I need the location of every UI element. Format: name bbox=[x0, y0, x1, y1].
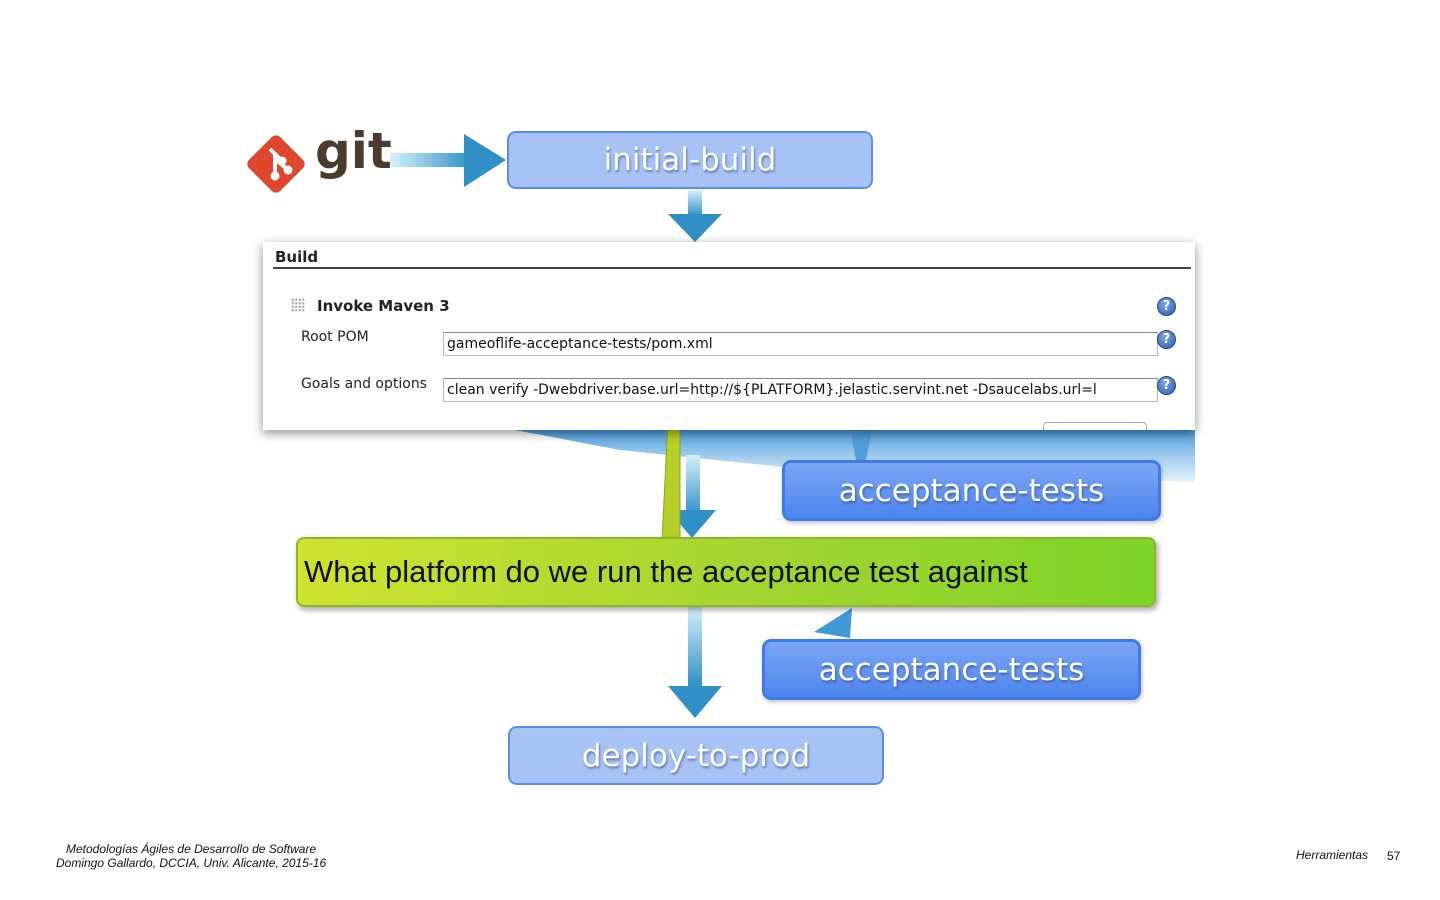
platform-question-callout: What platform do we run the acceptance t… bbox=[296, 537, 1156, 607]
section-divider bbox=[273, 267, 1191, 269]
stage-deploy-to-prod[interactable]: deploy-to-prod bbox=[508, 726, 884, 785]
stage-label: acceptance-tests bbox=[838, 472, 1105, 509]
panel-button-edge[interactable] bbox=[1043, 422, 1147, 430]
footer-page-number: 57 bbox=[1387, 849, 1401, 863]
stage-label: deploy-to-prod bbox=[581, 737, 811, 774]
help-icon[interactable]: ? bbox=[1157, 330, 1176, 349]
stage-label: initial-build bbox=[603, 142, 777, 178]
invoke-maven-title: Invoke Maven 3 bbox=[317, 297, 450, 315]
build-section-title: Build bbox=[275, 248, 319, 266]
stage-label: acceptance-tests bbox=[818, 651, 1085, 688]
callout-text: What platform do we run the acceptance t… bbox=[304, 554, 1028, 589]
git-logo: git bbox=[245, 122, 395, 193]
stage-acceptance-tests-2[interactable]: acceptance-tests bbox=[762, 639, 1141, 700]
goals-options-label: Goals and options bbox=[301, 376, 427, 392]
root-pom-input[interactable]: gameoflife-acceptance-tests/pom.xml bbox=[443, 332, 1158, 356]
jenkins-build-panel: Build Invoke Maven 3 ? Root POM gameofli… bbox=[263, 242, 1195, 430]
root-pom-label: Root POM bbox=[301, 329, 369, 345]
git-diamond-icon bbox=[247, 135, 305, 193]
help-icon[interactable]: ? bbox=[1157, 297, 1176, 316]
arrow-initial-build-down bbox=[668, 190, 722, 242]
help-icon[interactable]: ? bbox=[1157, 376, 1176, 395]
footer-author: Domingo Gallardo, DCCIA, Univ. Alicante,… bbox=[56, 856, 327, 870]
drag-handle-icon[interactable] bbox=[291, 298, 305, 312]
git-logo-text: git bbox=[315, 122, 392, 180]
arrow-git-to-initial-build bbox=[390, 134, 506, 187]
footer-section: Herramientas bbox=[1296, 848, 1369, 862]
stage-acceptance-tests-1[interactable]: acceptance-tests bbox=[782, 460, 1161, 521]
goals-options-input[interactable]: clean verify -Dwebdriver.base.url=http:/… bbox=[443, 378, 1158, 402]
stage-initial-build[interactable]: initial-build bbox=[507, 131, 873, 189]
footer-course: Metodologías Ágiles de Desarrollo de Sof… bbox=[66, 842, 317, 856]
arrow-to-deploy bbox=[668, 605, 852, 718]
